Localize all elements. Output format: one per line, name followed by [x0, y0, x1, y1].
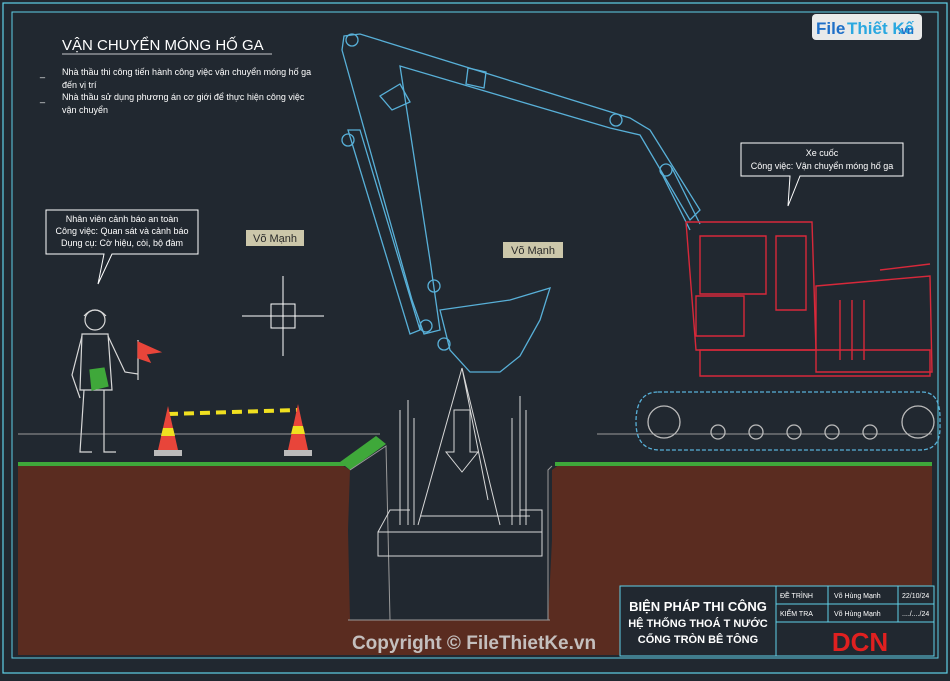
traffic-cone-icon	[284, 404, 312, 456]
barrier-bar	[167, 408, 299, 416]
track-wheel	[647, 405, 681, 439]
note-line-1: Nhà thầu thi công tiến hành công việc vậ…	[62, 67, 311, 77]
row2-date: ..../..../24	[902, 611, 929, 618]
project-title-line3: CỐNG TRÒN BÊ TÔNG	[638, 632, 758, 646]
pit-walls	[349, 445, 553, 621]
row2-label: KIỂM TRA	[780, 609, 813, 618]
excavator-boom	[341, 33, 701, 335]
worker-arm-left	[71, 335, 83, 399]
lifting-cables	[417, 367, 501, 526]
row2-name: Võ Hùng Mạnh	[834, 611, 881, 618]
track-roller	[862, 424, 878, 440]
red-flag-icon	[137, 341, 163, 364]
traffic-cone-icon	[154, 406, 182, 456]
pin-joint	[427, 279, 441, 293]
excavator-arm	[341, 33, 701, 373]
upper-frame	[699, 349, 931, 377]
name-tag-1: Võ Mạnh	[253, 233, 297, 245]
note-line-3: Nhà thầu sử dụng phương án cơ giới để th…	[62, 92, 305, 102]
excavator-tracks	[635, 391, 941, 451]
track-belt	[635, 391, 941, 451]
watermark-logo: File Thiết Kế .vn	[812, 14, 922, 40]
project-title-line2: HỆ THỐNG THOÁ T NƯỚC	[628, 616, 768, 630]
row1-name: Võ Hùng Mạnh	[834, 593, 881, 600]
logo-suffix: .vn	[898, 25, 914, 37]
inner-frame	[11, 11, 939, 659]
pin-joint	[609, 113, 623, 127]
excavator-stick	[347, 129, 421, 335]
worker-callout-box	[45, 209, 199, 285]
logo-background	[812, 14, 922, 40]
bullet-dash-1: _	[39, 68, 46, 78]
cab-window-front	[699, 235, 767, 295]
track-roller	[710, 424, 726, 440]
pin-joint	[419, 319, 433, 333]
cab-window-side	[775, 235, 807, 311]
worker-legs	[79, 389, 116, 453]
name-tag-1-bg	[246, 230, 304, 246]
down-arrow-icon	[444, 409, 480, 473]
worker-helmet	[83, 309, 107, 317]
worker-callout-line1: Nhân viên cảnh báo an toàn	[66, 214, 179, 224]
track-wheel	[901, 405, 935, 439]
excavator-callout-line2: Công việc: Vận chuyển móng hố ga	[751, 161, 894, 171]
row1-date: 22/10/24	[902, 593, 929, 600]
bullet-dash-2: _	[39, 93, 46, 103]
excavator-body	[685, 221, 933, 377]
pin-joint	[437, 337, 451, 351]
grass-slope	[340, 436, 386, 470]
excavator-callout: Xe cuốc Công việc: Vận chuyển móng hố ga	[740, 142, 904, 207]
manhole-foundation	[377, 367, 543, 557]
company-logo: DCN	[832, 627, 888, 657]
track-roller	[824, 424, 840, 440]
worker-torso	[79, 333, 113, 391]
pin-joint	[341, 133, 355, 147]
crosshair-cursor-icon	[242, 276, 324, 356]
excavator-cab	[685, 221, 817, 351]
excavator-callout-box	[740, 142, 904, 207]
excavator-callout-line1: Xe cuốc	[806, 148, 839, 158]
excavator-bucket	[439, 287, 551, 373]
track-roller	[748, 424, 764, 440]
hydraulic-cylinder	[659, 167, 701, 231]
engine-grille	[839, 300, 865, 360]
hydraulic-joint	[379, 83, 411, 111]
counterweight-top	[879, 263, 931, 271]
row1-label: ĐỀ TRÌNH	[780, 590, 813, 600]
project-title-line1: BIỆN PHÁP THI CÔNG	[629, 599, 767, 614]
worker-callout: Nhân viên cảnh báo an toàn Công việc: Qu…	[45, 209, 199, 285]
safety-worker	[71, 309, 163, 453]
worker-callout-line3: Dụng cụ: Cờ hiệu, còi, bộ đàm	[61, 238, 183, 248]
note-line-4: vận chuyển	[62, 105, 108, 115]
title-block: BIỆN PHÁP THI CÔNG HỆ THỐNG THOÁ T NƯỚC …	[619, 585, 935, 657]
rebar-verticals	[399, 396, 527, 525]
pin-joint	[345, 33, 359, 47]
track-roller	[786, 424, 802, 440]
engine-housing	[815, 275, 933, 373]
foundation-slab	[377, 509, 543, 533]
worker-vest	[89, 367, 109, 391]
hydraulic-clamp	[465, 67, 487, 89]
name-tag-2: Võ Mạnh	[511, 245, 555, 257]
page-title: VẬN CHUYỂN MÓNG HỐ GA	[62, 36, 264, 54]
logo-prefix: File	[816, 19, 845, 38]
worker-arm-right	[107, 335, 139, 375]
safety-barrier	[154, 404, 312, 456]
foundation-base	[377, 531, 543, 557]
note-line-2: đến vị trí	[62, 80, 97, 90]
copyright-watermark: Copyright © FileThietKe.vn	[352, 633, 596, 654]
pin-joint	[659, 163, 673, 177]
logo-middle: Thiết Kế	[847, 19, 915, 38]
name-tag-2-bg	[503, 242, 563, 258]
title-block-frame	[619, 585, 935, 657]
cab-window-lower	[695, 295, 745, 337]
worker-callout-line2: Công việc: Quan sát và cảnh báo	[55, 226, 188, 236]
